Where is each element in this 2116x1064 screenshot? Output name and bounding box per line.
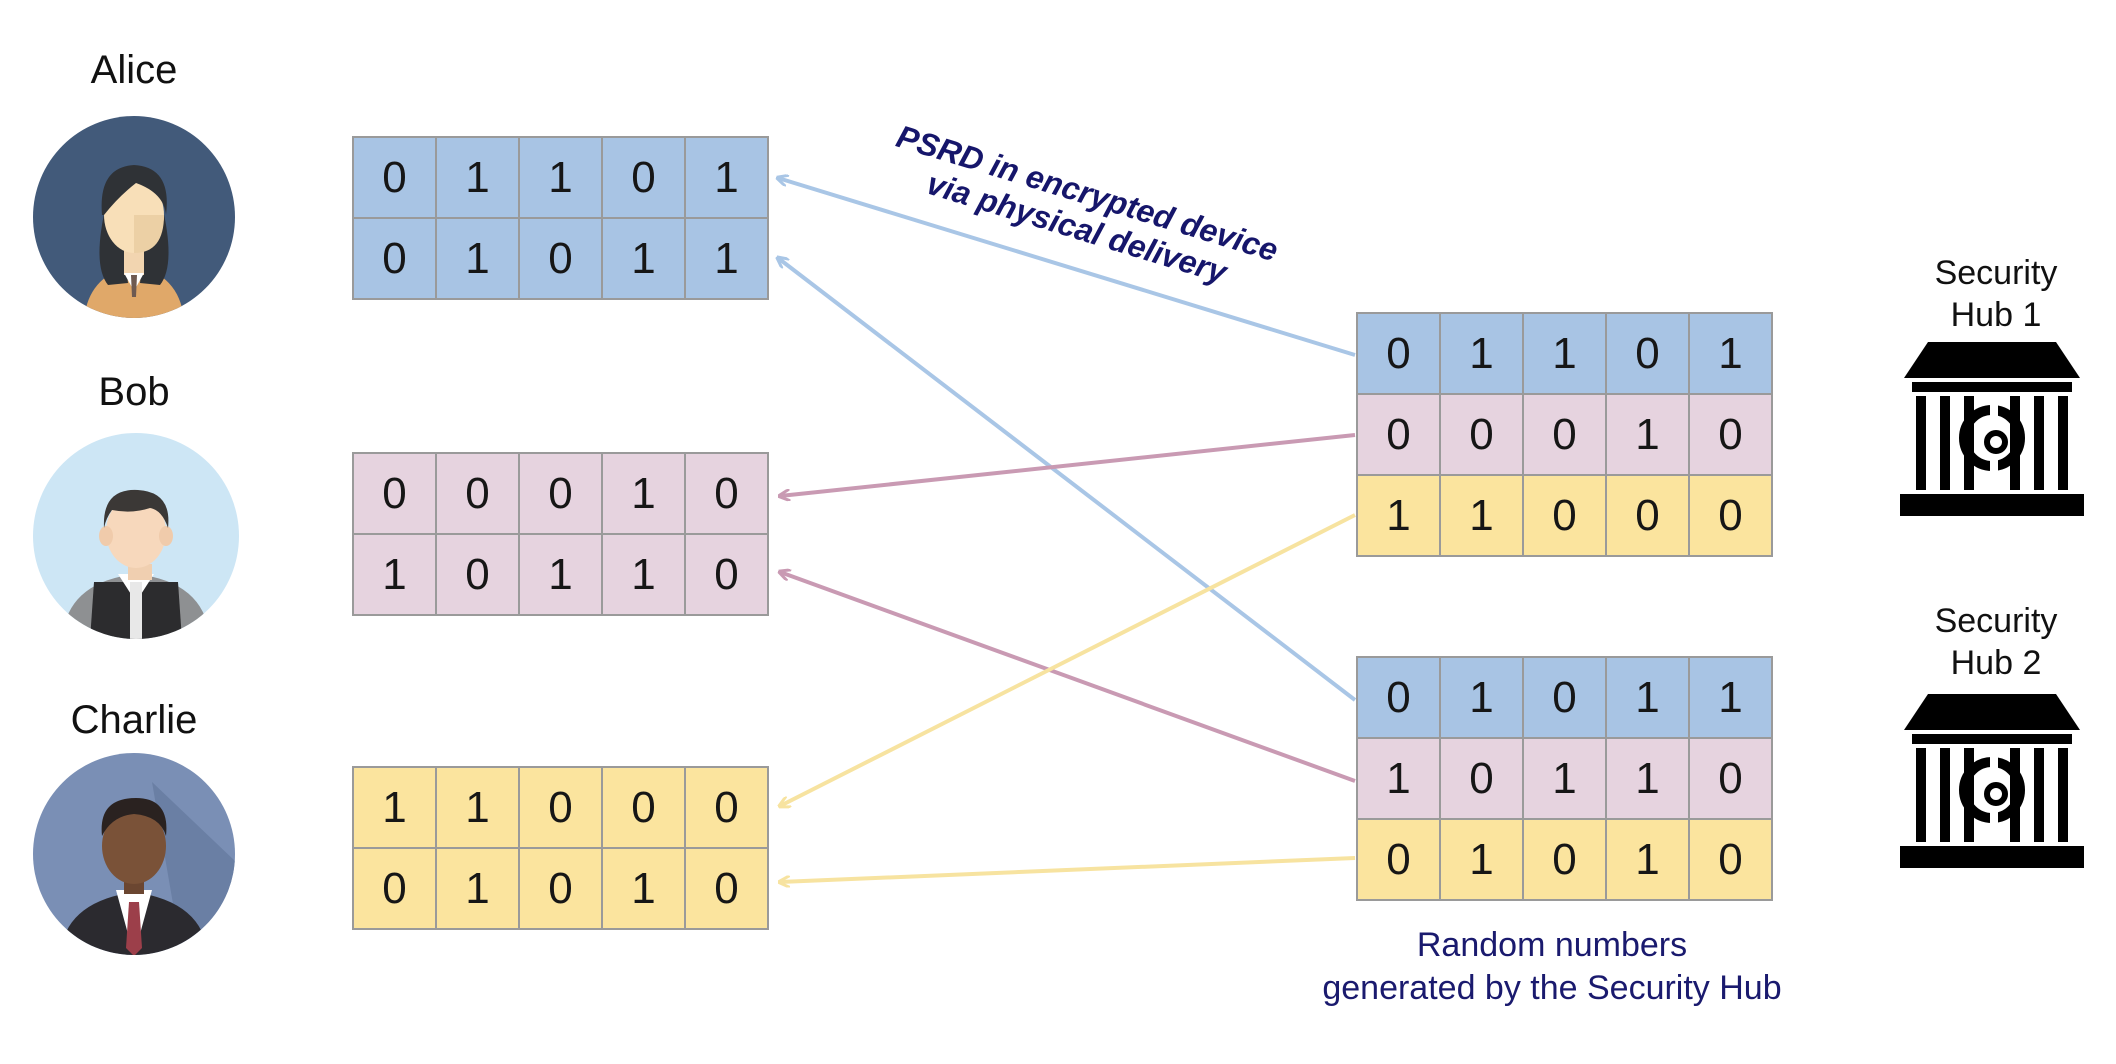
hub1-random-table: 0 1 1 0 1 0 0 0 1 0 1 1 0 0 0 <box>1356 312 1773 557</box>
arrow-hub1-to-bob-row1 <box>780 433 1356 496</box>
person-name-charlie: Charlie <box>70 698 198 742</box>
hub1-bit: 1 <box>1356 474 1441 557</box>
caption-line2: generated by the Security Hub <box>1322 969 1782 1007</box>
person-name-alice: Alice <box>90 48 178 92</box>
hub2-label: Security Hub 2 <box>1886 600 2106 684</box>
hub1-label-line1: Security <box>1934 254 2058 292</box>
arrow-hub1-to-charlie-row1 <box>780 513 1356 806</box>
hub2-bit: 0 <box>1356 656 1441 739</box>
hub2-bit: 1 <box>1439 818 1524 901</box>
hub2-bit: 1 <box>1605 656 1690 739</box>
bob-bit: 0 <box>352 452 437 535</box>
hub2-bit: 1 <box>1356 737 1441 820</box>
alice-bit: 1 <box>684 136 769 219</box>
caption-line1: Random numbers <box>1416 926 1688 964</box>
hub1-bit: 0 <box>1688 474 1773 557</box>
person-name-bob: Bob <box>98 370 170 414</box>
hub1-bit: 0 <box>1688 393 1773 476</box>
charlie-bit: 1 <box>435 766 520 849</box>
alice-bit: 0 <box>601 136 686 219</box>
hub1-bit: 0 <box>1605 312 1690 395</box>
hub1-bit: 1 <box>1439 474 1524 557</box>
charlie-bit: 0 <box>518 766 603 849</box>
alice-bit: 1 <box>684 217 769 300</box>
hub2-bit: 0 <box>1522 656 1607 739</box>
hub2-bit: 1 <box>1439 656 1524 739</box>
arrow-hub2-to-alice-row2 <box>778 258 1357 702</box>
hub1-bit: 1 <box>1522 312 1607 395</box>
random-numbers-caption: Random numbers generated by the Security… <box>1262 924 1842 1010</box>
alice-key-table: 0 1 1 0 1 0 1 0 1 1 <box>352 136 769 300</box>
charlie-bit: 1 <box>601 847 686 930</box>
hub2-bit: 0 <box>1688 737 1773 820</box>
hub2-label-line1: Security <box>1934 602 2058 640</box>
hub1-bit: 0 <box>1522 393 1607 476</box>
hub1-bit: 1 <box>1605 393 1690 476</box>
bank-icon <box>1900 694 2084 868</box>
hub1-bit: 0 <box>1356 312 1441 395</box>
charlie-avatar-icon <box>33 753 235 955</box>
hub1-bit: 0 <box>1439 393 1524 476</box>
arrow-hub1-to-alice-row1 <box>778 178 1356 357</box>
bank-icon <box>1900 342 2084 516</box>
hub2-label-line2: Hub 2 <box>1950 644 2042 682</box>
charlie-bit: 0 <box>352 847 437 930</box>
hub2-bit: 0 <box>1688 818 1773 901</box>
hub2-bit: 0 <box>1522 818 1607 901</box>
hub1-label-line2: Hub 1 <box>1950 296 2042 334</box>
alice-bit: 1 <box>601 217 686 300</box>
charlie-bit: 1 <box>352 766 437 849</box>
bob-bit: 0 <box>435 533 520 616</box>
hub2-bit: 1 <box>1605 737 1690 820</box>
hub1-label: Security Hub 1 <box>1886 252 2106 336</box>
arrow-hub2-to-charlie-row2 <box>780 856 1356 882</box>
hub1-bit: 0 <box>1356 393 1441 476</box>
hub2-bit: 1 <box>1522 737 1607 820</box>
bob-bit: 0 <box>435 452 520 535</box>
charlie-bit: 0 <box>684 847 769 930</box>
hub2-bit: 1 <box>1605 818 1690 901</box>
alice-bit: 1 <box>435 217 520 300</box>
bob-avatar-icon <box>33 433 239 639</box>
charlie-bit: 1 <box>435 847 520 930</box>
hub1-bit: 0 <box>1605 474 1690 557</box>
bob-bit: 0 <box>684 533 769 616</box>
alice-bit: 0 <box>352 136 437 219</box>
bob-bit: 0 <box>684 452 769 535</box>
charlie-bit: 0 <box>601 766 686 849</box>
hub2-bit: 1 <box>1688 656 1773 739</box>
charlie-key-table: 1 1 0 0 0 0 1 0 1 0 <box>352 766 769 930</box>
hub2-random-table: 0 1 0 1 1 1 0 1 1 0 0 1 0 1 0 <box>1356 656 1773 901</box>
charlie-bit: 0 <box>518 847 603 930</box>
alice-avatar-icon <box>33 116 235 318</box>
bob-bit: 1 <box>601 533 686 616</box>
bob-key-table: 0 0 0 1 0 1 0 1 1 0 <box>352 452 769 616</box>
alice-bit: 0 <box>352 217 437 300</box>
alice-bit: 0 <box>518 217 603 300</box>
hub2-bit: 0 <box>1356 818 1441 901</box>
bob-bit: 1 <box>518 533 603 616</box>
alice-bit: 1 <box>518 136 603 219</box>
bob-bit: 1 <box>352 533 437 616</box>
bob-bit: 1 <box>601 452 686 535</box>
charlie-bit: 0 <box>684 766 769 849</box>
hub1-bit: 1 <box>1688 312 1773 395</box>
arrow-hub2-to-bob-row2 <box>780 572 1356 783</box>
hub1-bit: 0 <box>1522 474 1607 557</box>
bob-bit: 0 <box>518 452 603 535</box>
alice-bit: 1 <box>435 136 520 219</box>
hub1-bit: 1 <box>1439 312 1524 395</box>
hub2-bit: 0 <box>1439 737 1524 820</box>
